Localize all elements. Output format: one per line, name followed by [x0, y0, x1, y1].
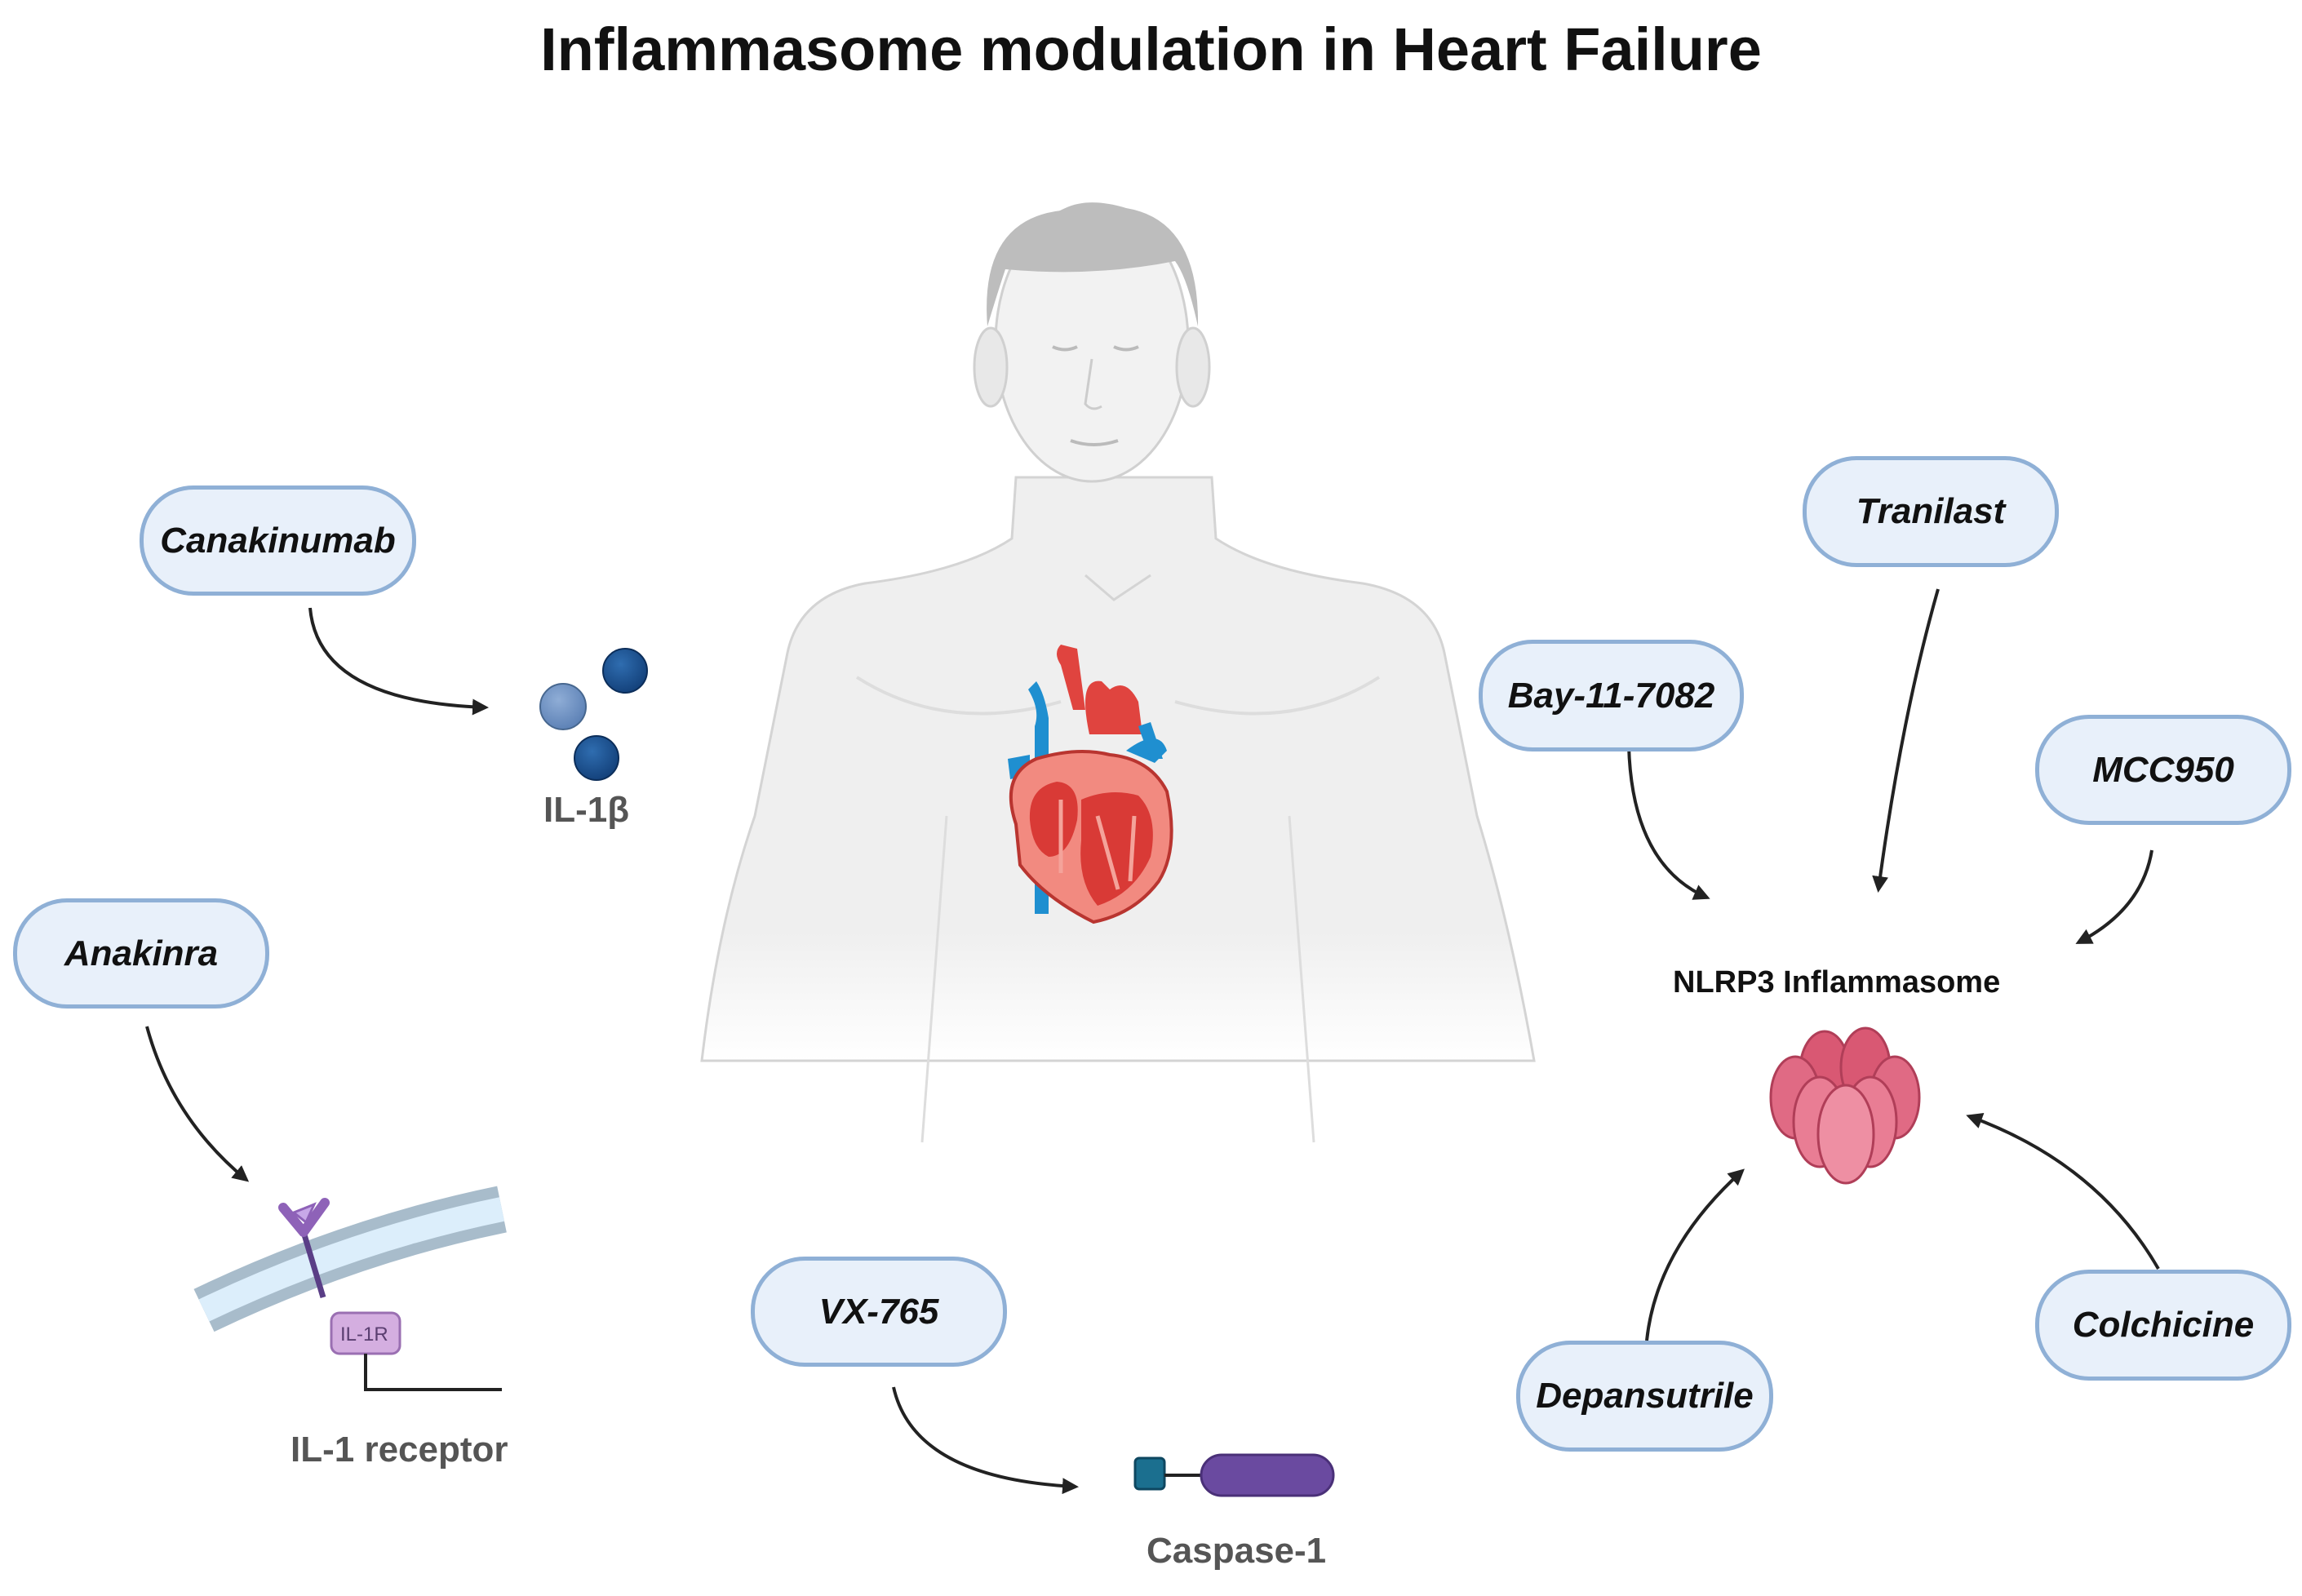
arrow-depansutrile-to-nlrp3	[1645, 1168, 1745, 1341]
caspase1-illustration	[1133, 1453, 1335, 1497]
il1-receptor-illustration	[193, 1186, 507, 1391]
il1r-tag-label: IL-1R	[340, 1323, 388, 1346]
heart-illustration	[1008, 645, 1173, 924]
arrow-anakinra-to-receptor	[145, 1026, 250, 1182]
arrow-tranilast-to-nlrp3	[1872, 588, 1940, 893]
caspase1-label: Caspase-1	[1147, 1531, 1327, 1571]
arrow-mcc950-to-nlrp3	[2075, 849, 2153, 944]
il1b-label: IL-1β	[543, 790, 630, 830]
depansutrile-pill: Depansutrile	[1516, 1341, 1773, 1452]
arrow-bay-to-nlrp3	[1627, 745, 1710, 900]
mcc950-pill: MCC950	[2035, 715, 2291, 825]
nlrp3-illustration	[1769, 1026, 1921, 1185]
arrow-colchicine-to-nlrp3	[1966, 1113, 2160, 1270]
colchicine-pill: Colchicine	[2035, 1270, 2291, 1381]
bay-11-7082-pill: Bay-11-7082	[1479, 640, 1744, 751]
anakinra-pill: Anakinra	[13, 898, 269, 1009]
arrow-vx765-to-caspase1	[892, 1386, 1079, 1495]
il1-receptor-label: IL-1 receptor	[291, 1430, 508, 1470]
arrow-canakinumab-to-il1b	[308, 607, 489, 716]
il1b-molecules	[539, 648, 648, 781]
vx765-pill: VX-765	[751, 1257, 1007, 1367]
arrows	[145, 588, 2160, 1495]
tranilast-pill: Tranilast	[1803, 456, 2059, 567]
human-torso-figure	[700, 202, 1536, 1143]
canakinumab-pill: Canakinumab	[140, 485, 416, 596]
diagram-title: Inflammasome modulation in Heart Failure	[540, 16, 1762, 83]
nlrp3-label: NLRP3 Inflammasome	[1673, 965, 2001, 1000]
